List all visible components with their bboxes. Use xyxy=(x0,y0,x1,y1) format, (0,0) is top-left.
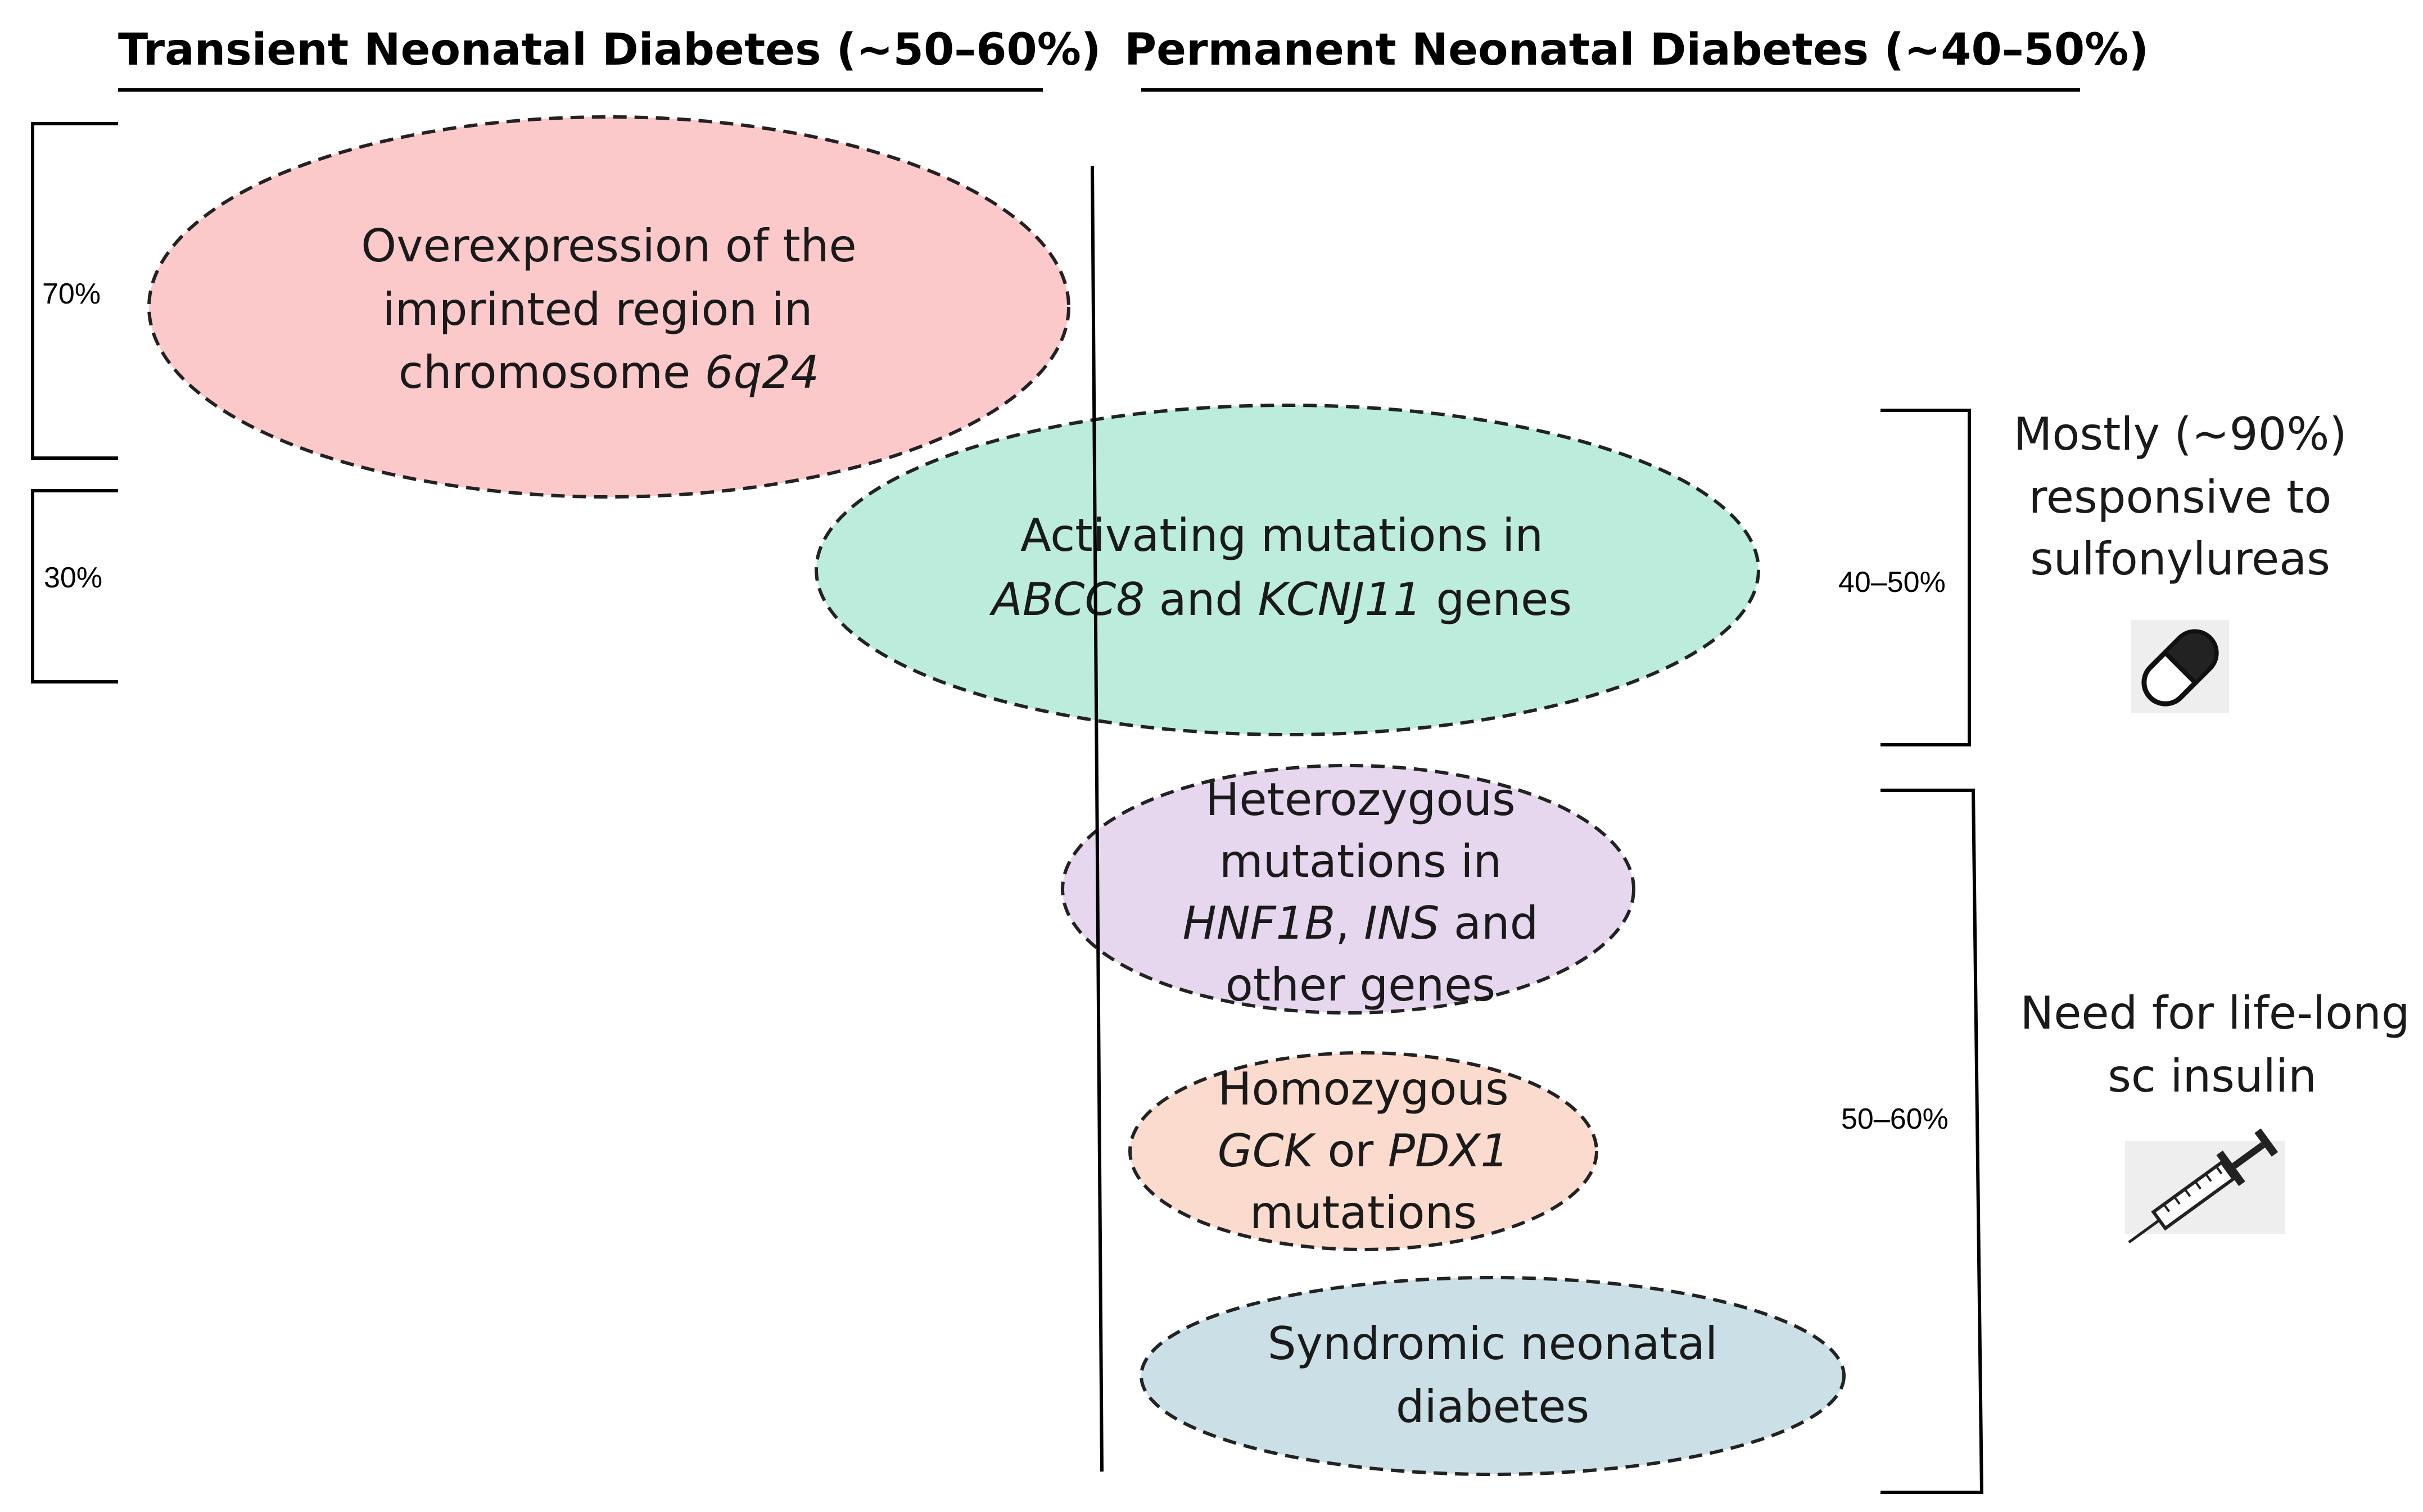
header-transient-text: Transient Neonatal Diabetes (~50–60%) xyxy=(118,25,1101,75)
gene-gck: GCK xyxy=(1218,1125,1317,1177)
ellipse-heterozygous-line3: HNF1B, INS and xyxy=(1183,897,1539,949)
ellipse-6q24-line1: Overexpression of the xyxy=(361,220,856,272)
bracket-lower-line xyxy=(1880,789,1984,1494)
bracket-upper-line xyxy=(1880,409,1971,746)
transient-permanent-divider xyxy=(1091,165,1104,1472)
ellipse-heterozygous-line2: mutations in xyxy=(1219,835,1502,888)
outcome-insulin-line2: sc insulin xyxy=(2108,1050,2317,1102)
bracket-70-line xyxy=(31,122,118,460)
ellipse-6q24-shape xyxy=(147,115,1070,499)
bracket-lower-label: 50–60% xyxy=(1841,1103,1949,1135)
outcome-sulfonylureas-line2: responsive to xyxy=(2029,471,2332,523)
ellipse-heterozygous-and: and xyxy=(1439,897,1538,949)
ellipse-syndromic-shape xyxy=(1140,1276,1846,1476)
outcome-sulfonylureas-line1: Mostly (~90%) xyxy=(2013,408,2347,460)
ellipse-homozygous-line3: mutations xyxy=(1250,1187,1477,1239)
ellipse-katp-shape xyxy=(815,404,1760,736)
ellipse-homozygous-or: or xyxy=(1313,1125,1388,1177)
bracket-30: 30% xyxy=(31,489,118,683)
pill-capsule-icon xyxy=(2131,620,2229,713)
outcome-sulfonylureas-line3: sulfonylureas xyxy=(2030,533,2330,585)
ellipse-heterozygous-comma: , xyxy=(1335,897,1364,949)
ellipse-homozygous-shape xyxy=(1128,1051,1598,1251)
bracket-70: 70% xyxy=(31,122,118,460)
ellipse-homozygous: Homozygous GCK or PDX1 mutations xyxy=(1128,1051,1598,1251)
ellipse-6q24-line3: chromosome 6q24 xyxy=(399,346,819,399)
header-transient: Transient Neonatal Diabetes (~50–60%) xyxy=(118,25,1101,92)
bracket-30-line xyxy=(31,489,118,683)
ellipse-katp-line2: ABCC8 and KCNJ11 genes xyxy=(989,573,1572,626)
ellipse-katp: Activating mutations in ABCC8 and KCNJ11… xyxy=(815,404,1760,736)
outcome-insulin-line1: Need for life-long xyxy=(2020,987,2410,1039)
ellipse-homozygous-line2: GCK or PDX1 xyxy=(1218,1125,1509,1177)
bracket-70-label: 70% xyxy=(42,278,101,310)
ellipse-syndromic-line1: Syndromic neonatal xyxy=(1268,1318,1717,1370)
bracket-insulin-group: 50–60% xyxy=(1841,789,1984,1494)
ellipse-heterozygous-line4: other genes xyxy=(1226,959,1495,1011)
ellipse-katp-and: and xyxy=(1145,573,1258,626)
ellipse-6q24-line2: imprinted region in xyxy=(383,283,813,336)
ellipse-6q24-line3-plain: chromosome xyxy=(399,346,705,399)
ellipse-6q24: Overexpression of the imprinted region i… xyxy=(147,115,1070,499)
ellipse-heterozygous-line1: Heterozygous xyxy=(1205,773,1515,826)
ellipse-syndromic: Syndromic neonatal diabetes xyxy=(1140,1276,1846,1476)
gene-ins: INS xyxy=(1364,897,1439,949)
ellipse-katp-genes: genes xyxy=(1422,573,1572,626)
ellipse-katp-line1: Activating mutations in xyxy=(1020,509,1543,562)
bracket-upper-label: 40–50% xyxy=(1838,566,1946,599)
header-permanent-text: Permanent Neonatal Diabetes (~40–50%) xyxy=(1124,25,2149,75)
ellipse-syndromic-line2: diabetes xyxy=(1396,1380,1589,1433)
header-permanent: Permanent Neonatal Diabetes (~40–50%) xyxy=(1124,25,2149,92)
outcome-sulfonylureas: Mostly (~90%) responsive to sulfonylurea… xyxy=(2013,408,2347,713)
gene-kcnj11: KCNJ11 xyxy=(1258,573,1422,626)
ellipse-6q24-line3-italic: 6q24 xyxy=(705,346,819,399)
gene-hnf1b: HNF1B xyxy=(1183,897,1336,949)
bracket-sulfonylurea-group: 40–50% xyxy=(1838,409,1971,746)
gene-abcc8: ABCC8 xyxy=(989,573,1145,626)
ellipse-homozygous-line1: Homozygous xyxy=(1218,1063,1508,1115)
ellipse-heterozygous: Heterozygous mutations in HNF1B, INS and… xyxy=(1061,764,1635,1015)
ellipse-heterozygous-shape xyxy=(1061,764,1635,1015)
gene-pdx1: PDX1 xyxy=(1388,1125,1509,1177)
syringe-icon xyxy=(2125,1128,2285,1244)
outcome-insulin: Need for life-long sc insulin xyxy=(2020,987,2410,1244)
bracket-30-label: 30% xyxy=(44,562,102,594)
